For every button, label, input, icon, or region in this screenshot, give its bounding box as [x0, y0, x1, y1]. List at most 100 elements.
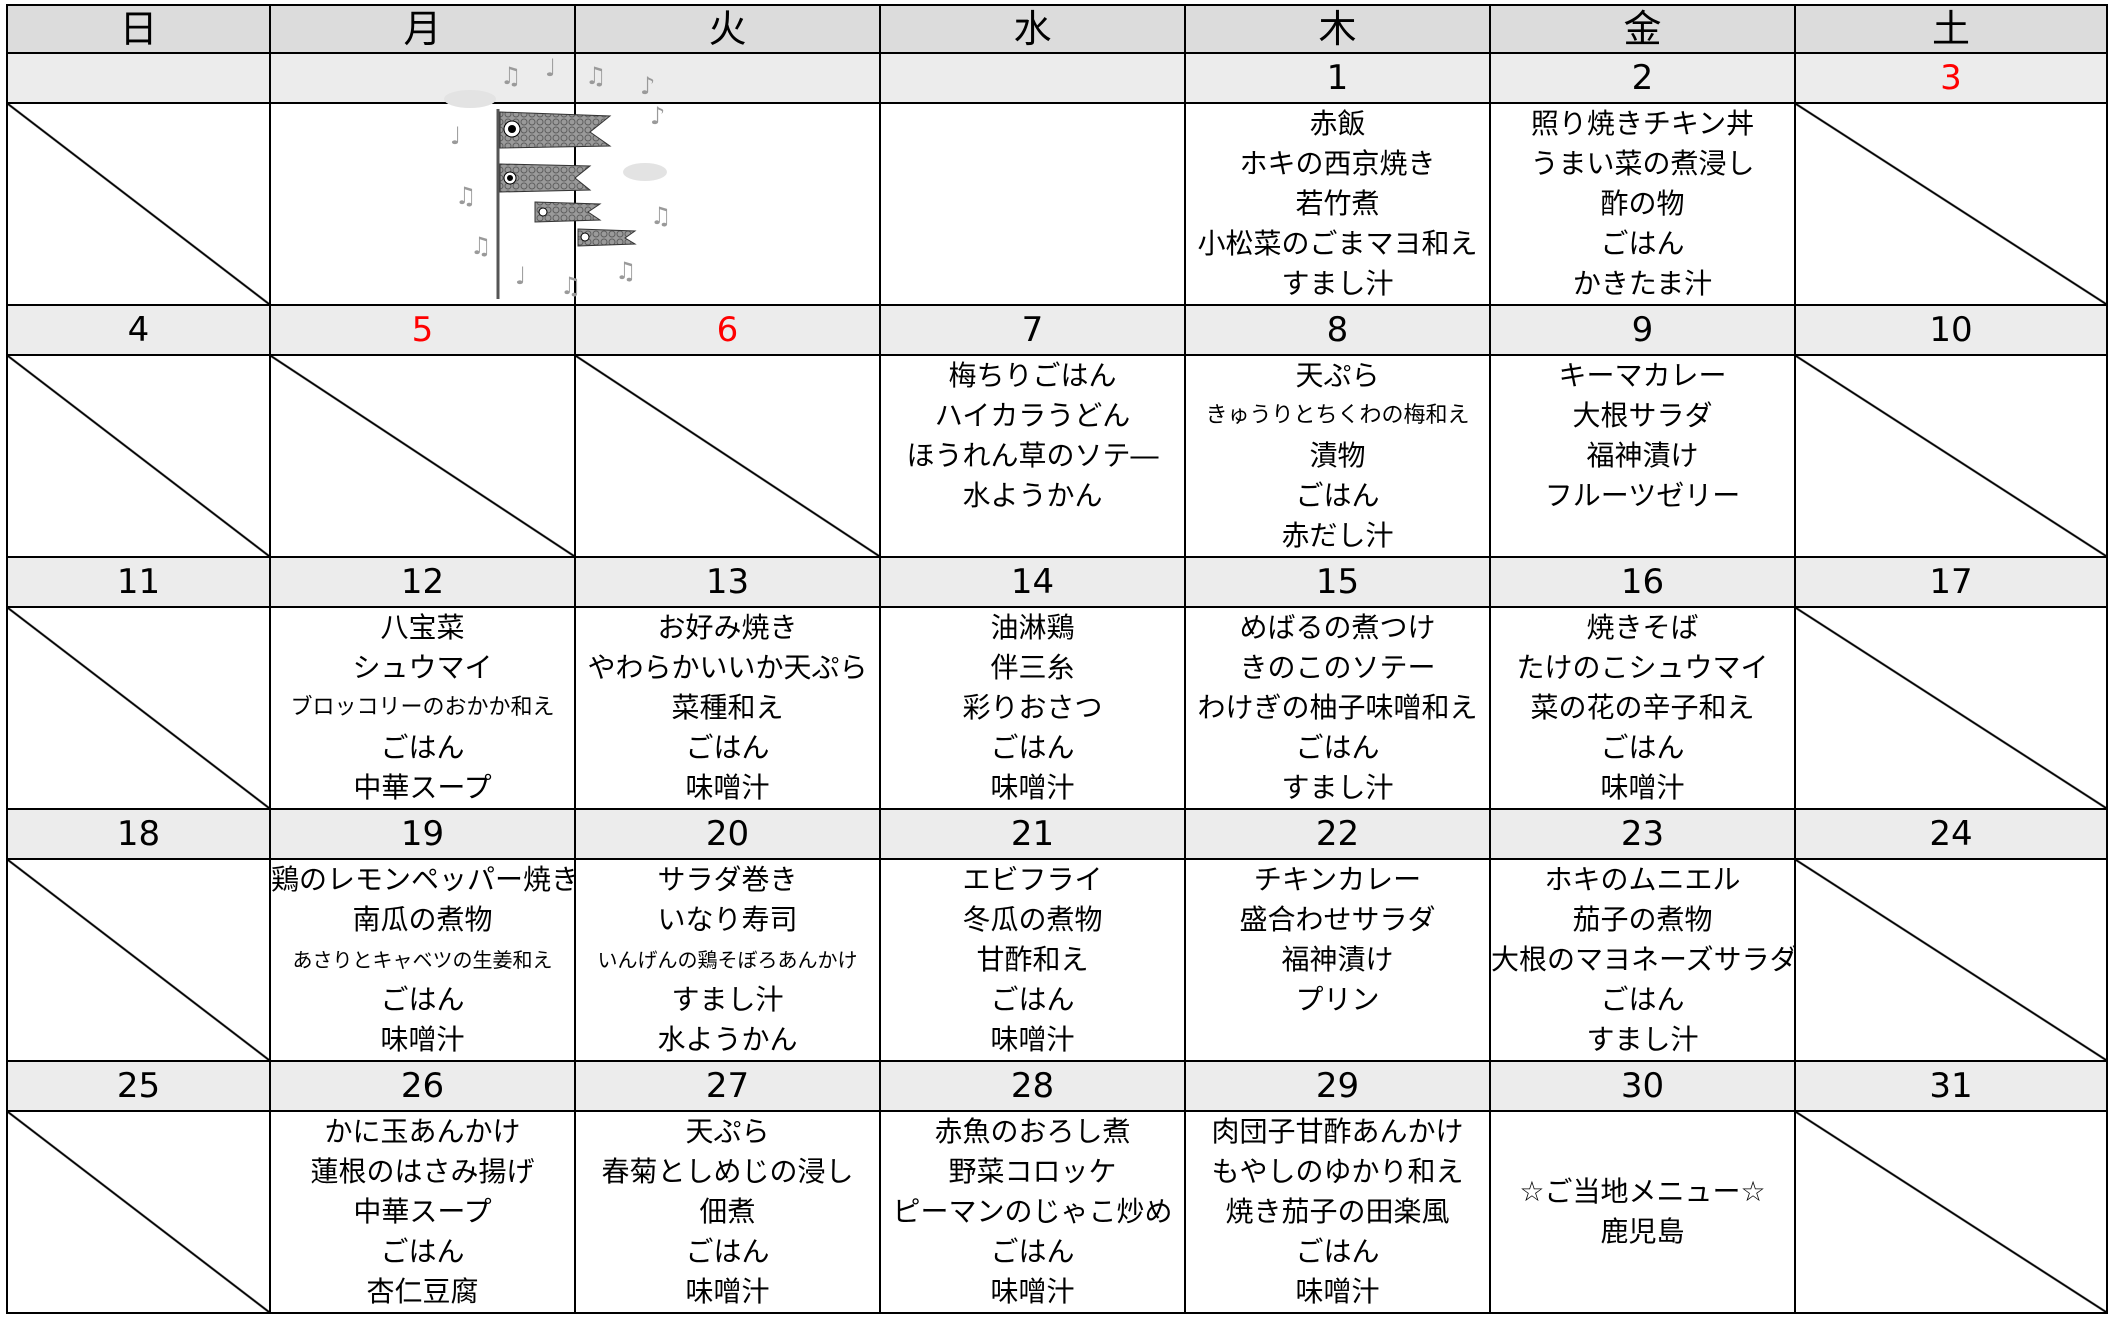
date-number: 13 — [574, 556, 881, 608]
menu-item: 鹿児島 — [1600, 1215, 1685, 1248]
menu-item: 南瓜の煮物 — [352, 903, 493, 936]
menu-list: ホキのムニエル茄子の煮物大根のマヨネーズサラダごはんすまし汁 — [1492, 861, 1793, 1059]
menu-list: めばるの煮つけきのこのソテーわけぎの柚子味噌和えごはんすまし汁 — [1187, 609, 1488, 807]
menu-list: 天ぷらきゅうりとちくわの梅和え漬物ごはん赤だし汁 — [1187, 357, 1488, 555]
weekday-sun: 日 — [6, 4, 271, 54]
menu-item: ごはん — [1295, 479, 1380, 512]
menu-cell: 鶏のレモンペッパー焼き南瓜の煮物あさりとキャベツの生姜和えごはん味噌汁 — [269, 858, 576, 1062]
menu-item: 小松菜のごまマヨ和え — [1197, 227, 1478, 260]
menu-item: わけぎの柚子味噌和え — [1197, 691, 1478, 724]
menu-row: 梅ちりごはんハイカラうどんほうれん草のソテ―水ようかん天ぷらきゅうりとちくわの梅… — [6, 354, 2108, 558]
menu-item: ごはん — [990, 731, 1075, 764]
menu-row: 赤飯ホキの西京焼き若竹煮小松菜のごまマヨ和えすまし汁照り焼きチキン丼うまい菜の煮… — [6, 102, 2108, 306]
menu-list: 赤魚のおろし煮野菜コロッケピーマンのじゃこ炒めごはん味噌汁 — [882, 1113, 1183, 1311]
menu-list: エビフライ冬瓜の煮物甘酢和えごはん味噌汁 — [882, 861, 1183, 1059]
menu-item: いんげんの鶏そぼろあんかけ — [597, 948, 858, 972]
date-number: 5 — [269, 304, 576, 356]
date-number: 3 — [1794, 52, 2108, 104]
menu-item: きのこのソテー — [1239, 651, 1436, 684]
menu-item: 肉団子甘酢あんかけ — [1211, 1115, 1464, 1148]
menu-item: ごはん — [380, 1235, 465, 1268]
date-number — [6, 52, 271, 104]
date-number: 10 — [1794, 304, 2108, 356]
menu-item: ごはん — [380, 731, 465, 764]
date-number: 29 — [1184, 1060, 1491, 1112]
menu-cell: 赤飯ホキの西京焼き若竹煮小松菜のごまマヨ和えすまし汁 — [1184, 102, 1491, 306]
menu-item: 味噌汁 — [990, 771, 1075, 804]
date-number — [574, 52, 881, 104]
menu-list: 照り焼きチキン丼うまい菜の煮浸し酢の物ごはんかきたま汁 — [1492, 105, 1793, 303]
menu-item: あさりとキャベツの生姜和え — [292, 948, 553, 972]
menu-list: キーマカレー大根サラダ福神漬けフルーツゼリー — [1492, 357, 1793, 516]
menu-item: 杏仁豆腐 — [366, 1275, 479, 1308]
menu-item: 中華スープ — [353, 771, 492, 804]
menu-item: 油淋鶏 — [990, 611, 1075, 644]
menu-item: 水ようかん — [962, 479, 1103, 512]
menu-cell — [879, 102, 1186, 306]
date-number: 22 — [1184, 808, 1491, 860]
menu-item: 味噌汁 — [1600, 771, 1685, 804]
menu-item: 野菜コロッケ — [948, 1155, 1117, 1188]
menu-item: めばるの煮つけ — [1239, 611, 1436, 644]
menu-row: 八宝菜シュウマイブロッコリーのおかか和えごはん中華スープお好み焼きやわらかいいか… — [6, 606, 2108, 810]
menu-item: すまし汁 — [1281, 267, 1394, 300]
menu-list: 鶏のレモンペッパー焼き南瓜の煮物あさりとキャベツの生姜和えごはん味噌汁 — [272, 861, 573, 1059]
menu-item: 赤魚のおろし煮 — [934, 1115, 1131, 1148]
menu-item: エビフライ — [962, 863, 1103, 896]
date-number: 15 — [1184, 556, 1491, 608]
menu-list: サラダ巻きいなり寿司いんげんの鶏そぼろあんかけすまし汁水ようかん — [577, 861, 878, 1059]
date-number: 8 — [1184, 304, 1491, 356]
menu-cell: 油淋鶏伴三糸彩りおさつごはん味噌汁 — [879, 606, 1186, 810]
menu-item: プリン — [1295, 983, 1380, 1016]
menu-item: 赤だし汁 — [1281, 519, 1394, 552]
menu-item: 水ようかん — [657, 1023, 798, 1056]
date-number: 6 — [574, 304, 881, 356]
date-number: 26 — [269, 1060, 576, 1112]
menu-item: ごはん — [685, 1235, 770, 1268]
menu-item: きゅうりとちくわの梅和え — [1205, 403, 1470, 428]
koinobori-illustration: ♫♩♫ ♪♩♪ ♫♫♫ ♩♫♫ — [444, 54, 672, 299]
date-number: 12 — [269, 556, 576, 608]
menu-list: 肉団子甘酢あんかけもやしのゆかり和え焼き茄子の田楽風ごはん味噌汁 — [1187, 1113, 1488, 1311]
menu-item: 味噌汁 — [685, 1275, 770, 1308]
weekday-sat: 土 — [1794, 4, 2108, 54]
date-number: 17 — [1794, 556, 2108, 608]
menu-item: キーマカレー — [1558, 359, 1727, 392]
menu-list: 八宝菜シュウマイブロッコリーのおかか和えごはん中華スープ — [272, 609, 573, 807]
menu-cell: サラダ巻きいなり寿司いんげんの鶏そぼろあんかけすまし汁水ようかん — [574, 858, 881, 1062]
menu-item: ごはん — [380, 983, 465, 1016]
menu-item: ホキのムニエル — [1544, 863, 1741, 896]
menu-cell: 照り焼きチキン丼うまい菜の煮浸し酢の物ごはんかきたま汁 — [1489, 102, 1796, 306]
menu-item: チキンカレー — [1253, 863, 1422, 896]
svg-text:♫: ♫ — [470, 232, 492, 260]
menu-item: 味噌汁 — [685, 771, 770, 804]
menu-cell: 赤魚のおろし煮野菜コロッケピーマンのじゃこ炒めごはん味噌汁 — [879, 1110, 1186, 1314]
menu-item: 焼きそば — [1586, 611, 1699, 644]
svg-text:♩: ♩ — [515, 262, 526, 290]
menu-cell: 梅ちりごはんハイカラうどんほうれん草のソテ―水ようかん — [879, 354, 1186, 558]
menu-cell: キーマカレー大根サラダ福神漬けフルーツゼリー — [1489, 354, 1796, 558]
no-service-cell — [6, 1110, 271, 1314]
menu-list: チキンカレー盛合わせサラダ福神漬けプリン — [1187, 861, 1488, 1020]
menu-item: 梅ちりごはん — [948, 359, 1117, 392]
date-number: 19 — [269, 808, 576, 860]
svg-text:♫: ♫ — [650, 202, 672, 230]
menu-item: ハイカラうどん — [934, 399, 1131, 432]
menu-list: 天ぷら春菊としめじの浸し佃煮ごはん味噌汁 — [577, 1113, 878, 1311]
date-number: 27 — [574, 1060, 881, 1112]
date-number — [879, 52, 1186, 104]
menu-item: ごはん — [990, 1235, 1075, 1268]
no-service-cell — [1794, 354, 2108, 558]
date-number: 28 — [879, 1060, 1186, 1112]
menu-item: 味噌汁 — [380, 1023, 465, 1056]
menu-item: 焼き茄子の田楽風 — [1225, 1195, 1450, 1228]
menu-item: いなり寿司 — [657, 903, 798, 936]
menu-item: うまい菜の煮浸し — [1530, 147, 1755, 180]
svg-text:♫: ♫ — [455, 182, 477, 210]
